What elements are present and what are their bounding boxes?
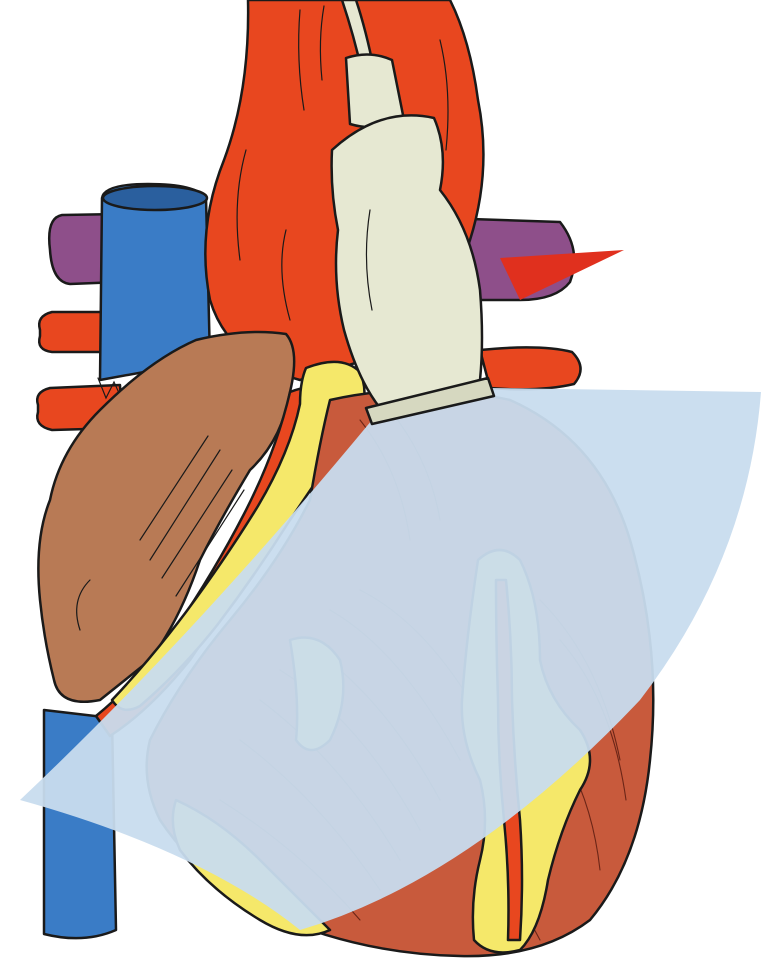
vena-cava-opening (103, 186, 207, 210)
vessel-stub-right (480, 347, 581, 389)
orientation-marker-icon (500, 250, 624, 300)
